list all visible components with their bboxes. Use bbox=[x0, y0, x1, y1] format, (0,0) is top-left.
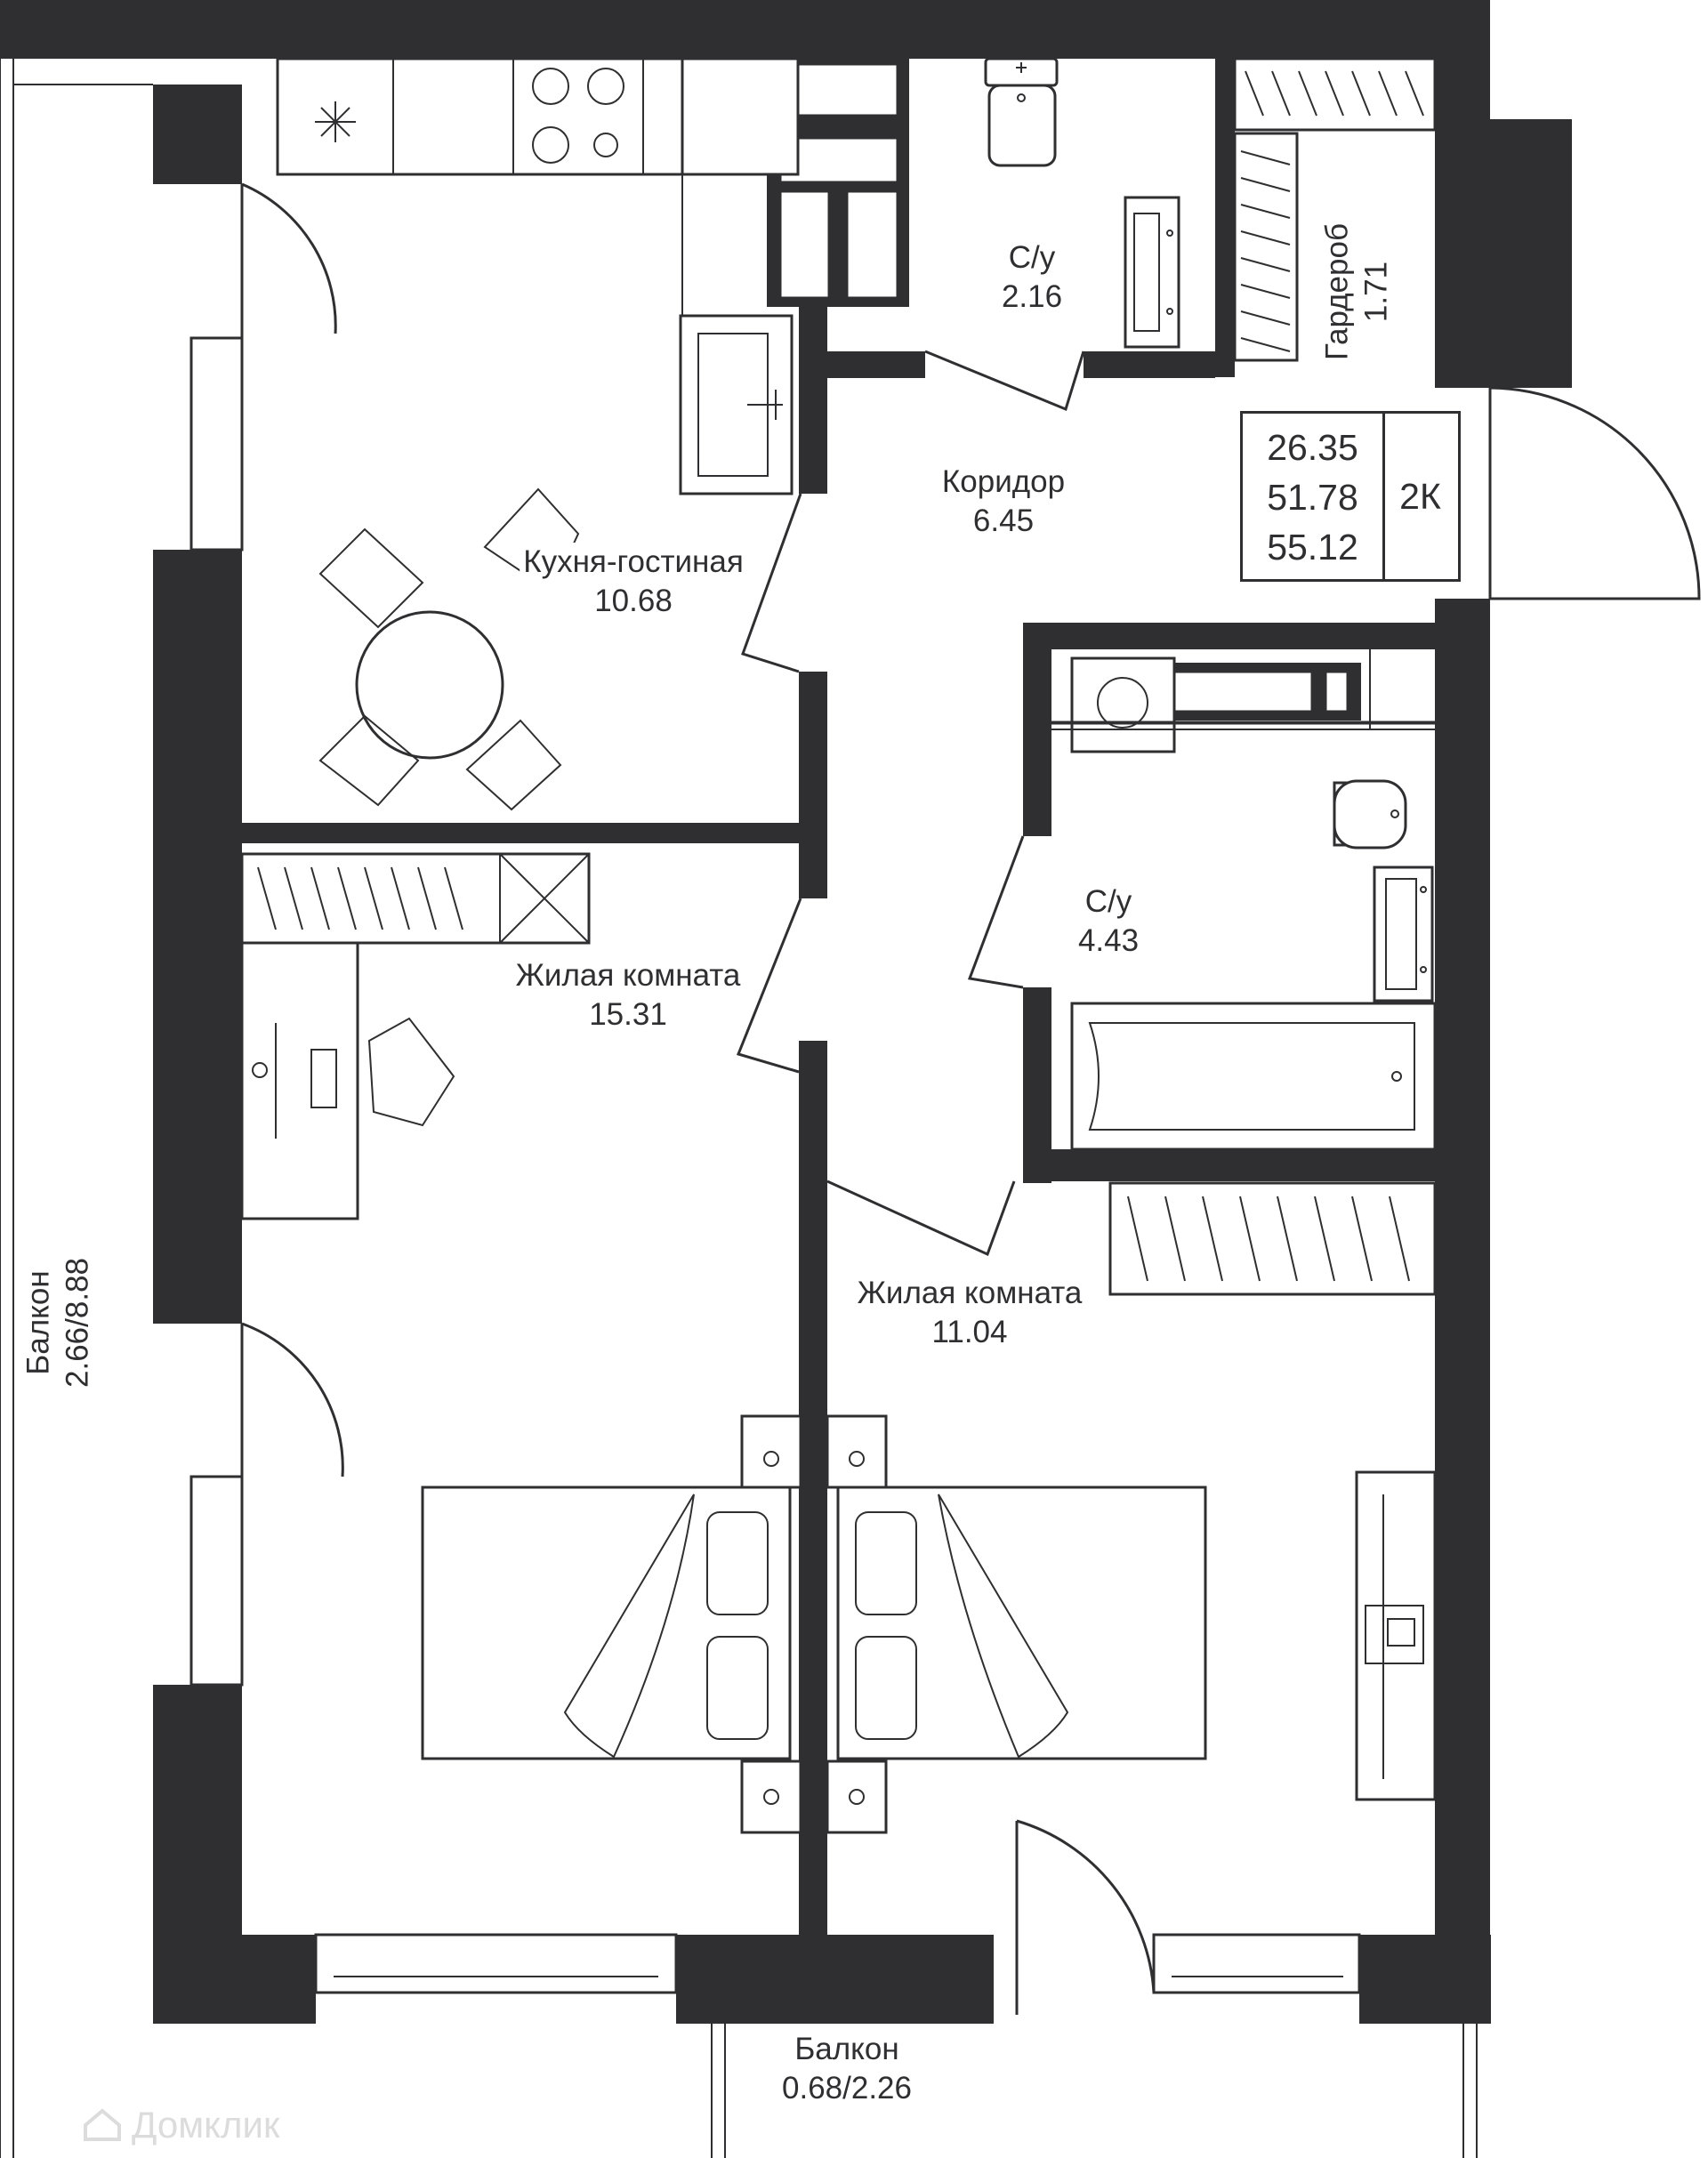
room-area: 11.04 bbox=[931, 1314, 1008, 1349]
room-area: 2.16 bbox=[1001, 278, 1063, 314]
room-name: Коридор bbox=[941, 464, 1066, 499]
balconies bbox=[0, 43, 1478, 2158]
fridge-icon bbox=[315, 101, 356, 142]
room-label-corridor: Коридор 6.45 bbox=[938, 463, 1069, 541]
room-name: Жилая комната bbox=[857, 1276, 1083, 1310]
bed-icon bbox=[826, 1414, 1207, 1834]
doors bbox=[240, 182, 1701, 2015]
washbasin-icon bbox=[1124, 196, 1180, 349]
kitchen-sink-icon bbox=[679, 314, 794, 495]
kitchen-furniture bbox=[276, 57, 800, 811]
room-name: С/у bbox=[1084, 884, 1132, 919]
room-area: 6.45 bbox=[972, 503, 1035, 538]
room-label-living-room-2: Жилая комната 11.04 bbox=[853, 1274, 1086, 1352]
watermark: Домклик bbox=[82, 2104, 279, 2146]
wardrobe-rails bbox=[1233, 57, 1437, 362]
area-values: 26.35 51.78 55.12 bbox=[1243, 414, 1385, 579]
room-label-kitchen: Кухня-гостиная 10.68 bbox=[520, 543, 747, 621]
room-label-living-room-1: Жилая комната 15.31 bbox=[512, 956, 745, 1035]
toilet-icon bbox=[984, 57, 1059, 167]
room-label-balcony-west: Балкон 2.66/8.88 bbox=[19, 1254, 97, 1391]
living-room-1-furniture bbox=[240, 852, 802, 1834]
exterior-walls bbox=[0, 0, 1572, 2024]
room-name: Балкон bbox=[794, 2032, 899, 2066]
dining-table-icon bbox=[318, 487, 580, 811]
interior-walls bbox=[242, 53, 1435, 1948]
house-icon bbox=[84, 2108, 121, 2141]
bathroom-large-fixtures bbox=[1050, 649, 1437, 1151]
living-room-2-furniture bbox=[826, 1181, 1437, 1834]
room-label-balcony-south: Балкон 0.68/2.26 bbox=[778, 2030, 915, 2108]
total-area-with-balconies-value: 55.12 bbox=[1267, 527, 1358, 568]
room-label-bathroom-large: С/у 4.43 bbox=[1074, 882, 1143, 961]
room-name: Балкон bbox=[20, 1270, 56, 1375]
area-summary-box: 26.35 51.78 55.12 2К bbox=[1240, 411, 1461, 582]
bed-icon bbox=[421, 1414, 802, 1834]
windows bbox=[189, 336, 1361, 1994]
room-name: Гардероб bbox=[1319, 223, 1355, 360]
total-area-value: 51.78 bbox=[1267, 477, 1358, 518]
desk-icon bbox=[240, 941, 455, 1220]
washbasin-icon bbox=[1373, 866, 1434, 1003]
room-label-wardrobe: Гардероб 1.71 bbox=[1317, 220, 1396, 364]
bathroom-small-fixtures bbox=[984, 57, 1180, 349]
toilet-icon bbox=[1333, 779, 1407, 850]
bathtub-icon bbox=[1070, 1002, 1437, 1151]
room-area: 15.31 bbox=[589, 996, 667, 1032]
tv-console-icon bbox=[1355, 1470, 1437, 1801]
room-area: 1.71 bbox=[1358, 261, 1393, 323]
room-area: 0.68/2.26 bbox=[782, 2070, 912, 2106]
room-name: С/у bbox=[1008, 240, 1056, 275]
living-area-value: 26.35 bbox=[1267, 427, 1358, 468]
washing-machine-icon bbox=[1070, 656, 1176, 753]
room-area: 2.66/8.88 bbox=[60, 1258, 94, 1388]
room-name: Кухня-гостиная bbox=[523, 544, 744, 579]
stove-icon bbox=[532, 68, 624, 164]
watermark-text: Домклик bbox=[132, 2104, 280, 2146]
apartment-type: 2К bbox=[1399, 475, 1441, 517]
room-area: 10.68 bbox=[594, 583, 673, 618]
room-name: Жилая комната bbox=[515, 958, 741, 993]
room-label-bathroom-small: С/у 2.16 bbox=[997, 238, 1067, 317]
room-area: 4.43 bbox=[1077, 922, 1140, 958]
